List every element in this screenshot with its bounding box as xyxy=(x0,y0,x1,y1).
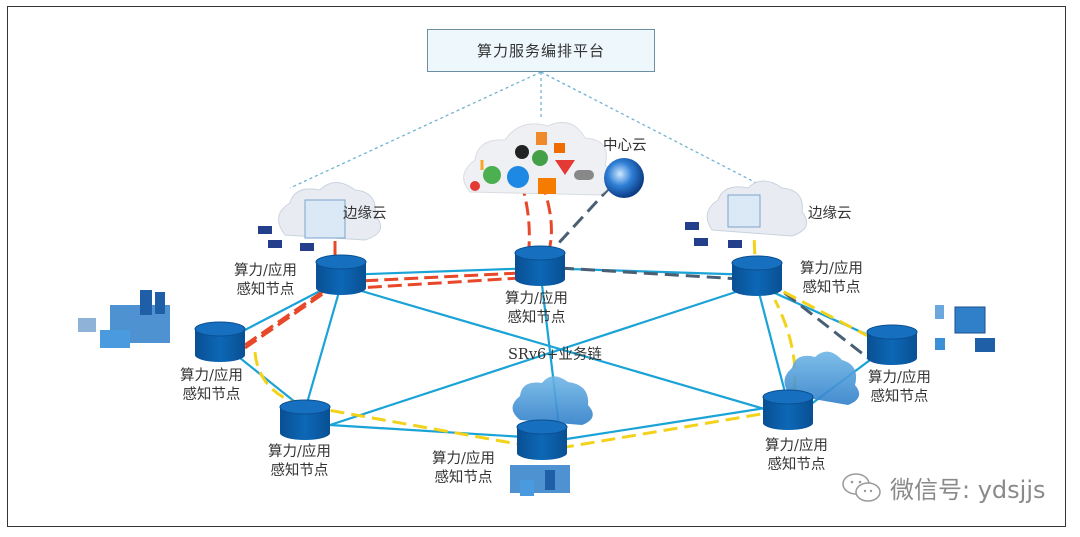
yellow-path-segment xyxy=(764,280,886,347)
node-label-right-bottom: 算力/应用感知节点 xyxy=(765,438,828,473)
app-icon xyxy=(507,166,529,188)
service-chain-label: SRv6+业务链 xyxy=(508,347,602,363)
gray-path-segment xyxy=(543,183,614,260)
app-icon xyxy=(532,150,548,166)
node-n-center-top[interactable] xyxy=(514,245,566,286)
node-n-right-top[interactable] xyxy=(731,255,783,296)
node-cylinder-body xyxy=(280,407,330,440)
location-icon xyxy=(515,145,529,159)
equipment-bottom xyxy=(510,465,570,496)
node-label-left-bottom: 算力/应用感知节点 xyxy=(268,444,331,479)
monitor-icon xyxy=(258,226,272,234)
globe-icon xyxy=(604,158,644,198)
node-label-left-top: 算力/应用感知节点 xyxy=(234,263,297,298)
node-cylinder-top xyxy=(866,324,918,340)
terminal-icons xyxy=(685,222,742,248)
node-cylinder-body xyxy=(316,262,366,295)
center-cloud-label: 中心云 xyxy=(603,138,647,154)
edge-cloud-left xyxy=(258,182,382,251)
monitor-icon xyxy=(268,240,282,248)
link xyxy=(559,403,786,442)
node-cylinder-top xyxy=(514,245,566,261)
dotted-link-left xyxy=(289,71,542,189)
link xyxy=(340,266,539,277)
edge-cloud-left-label: 边缘云 xyxy=(343,206,387,222)
terminal-icons xyxy=(258,226,314,251)
edge-cloud-right xyxy=(685,180,808,248)
watermark: 微信号: ydsjjs xyxy=(840,470,1046,505)
platform-dotted-links xyxy=(289,71,771,191)
node-n-left-bottom[interactable] xyxy=(279,399,331,440)
orchestration-platform-box[interactable]: 算力服务编排平台 xyxy=(427,29,655,72)
app-icon xyxy=(555,160,575,175)
monitor-icon xyxy=(694,238,708,246)
node-cylinder-top xyxy=(315,254,367,270)
app-icon xyxy=(536,132,547,145)
node-label-right-top: 算力/应用感知节点 xyxy=(800,261,863,296)
node-cylinder-top xyxy=(279,399,331,415)
node-n-center-bottom[interactable] xyxy=(516,419,568,460)
link xyxy=(537,266,758,277)
monitor-icon xyxy=(728,240,742,248)
node-label-center-top: 算力/应用感知节点 xyxy=(505,291,568,326)
node-cylinder-body xyxy=(515,253,565,286)
node-cylinder-body xyxy=(517,427,567,460)
app-icon xyxy=(483,166,501,184)
node-cylinder-body xyxy=(732,263,782,296)
link xyxy=(340,283,786,417)
bottom-center-cloud xyxy=(512,376,593,425)
yellow-path-segment xyxy=(559,408,786,450)
red-path-segment xyxy=(244,276,521,347)
app-icon xyxy=(470,181,480,191)
link xyxy=(755,284,789,401)
node-cylinder-body xyxy=(867,332,917,365)
watermark-text: 微信号: ydsjjs xyxy=(890,476,1046,504)
play-icon xyxy=(554,143,565,153)
node-cylinder-body xyxy=(763,397,813,430)
wechat-icon xyxy=(842,472,881,502)
server-rack-icon xyxy=(304,199,346,239)
node-cylinder-top xyxy=(731,255,783,271)
monitor-icon xyxy=(300,243,314,251)
gray-path-segment xyxy=(559,266,758,282)
link xyxy=(329,283,758,427)
node-cylinder-top xyxy=(762,389,814,405)
dotted-link-right xyxy=(540,71,771,191)
equipment-left xyxy=(78,290,170,348)
node-n-right-mid[interactable] xyxy=(866,324,918,365)
node-n-left-mid[interactable] xyxy=(194,321,246,362)
node-label-right-mid: 算力/应用感知节点 xyxy=(868,370,931,405)
node-label-left-mid: 算力/应用感知节点 xyxy=(180,368,243,403)
gamepad-icon xyxy=(574,170,594,180)
link xyxy=(329,423,541,440)
link xyxy=(303,284,343,411)
edge-cloud-right-label: 边缘云 xyxy=(808,206,852,222)
node-n-right-bottom[interactable] xyxy=(762,389,814,430)
node-cylinder-top xyxy=(516,419,568,435)
diagram-frame xyxy=(7,6,1066,527)
equipment-right xyxy=(935,305,995,352)
node-cylinder-body xyxy=(195,329,245,362)
node-cylinder-top xyxy=(194,321,246,337)
platform-title: 算力服务编排平台 xyxy=(476,42,605,60)
server-rack-icon xyxy=(727,194,761,228)
node-label-center-bottom: 算力/应用感知节点 xyxy=(432,451,495,486)
monitor-icon xyxy=(685,222,699,230)
link xyxy=(229,349,306,411)
node-n-left-top[interactable] xyxy=(315,254,367,295)
red-path-segment xyxy=(244,270,541,350)
app-icons xyxy=(470,132,594,194)
pdf-icon xyxy=(538,178,556,194)
center-cloud xyxy=(463,122,644,198)
